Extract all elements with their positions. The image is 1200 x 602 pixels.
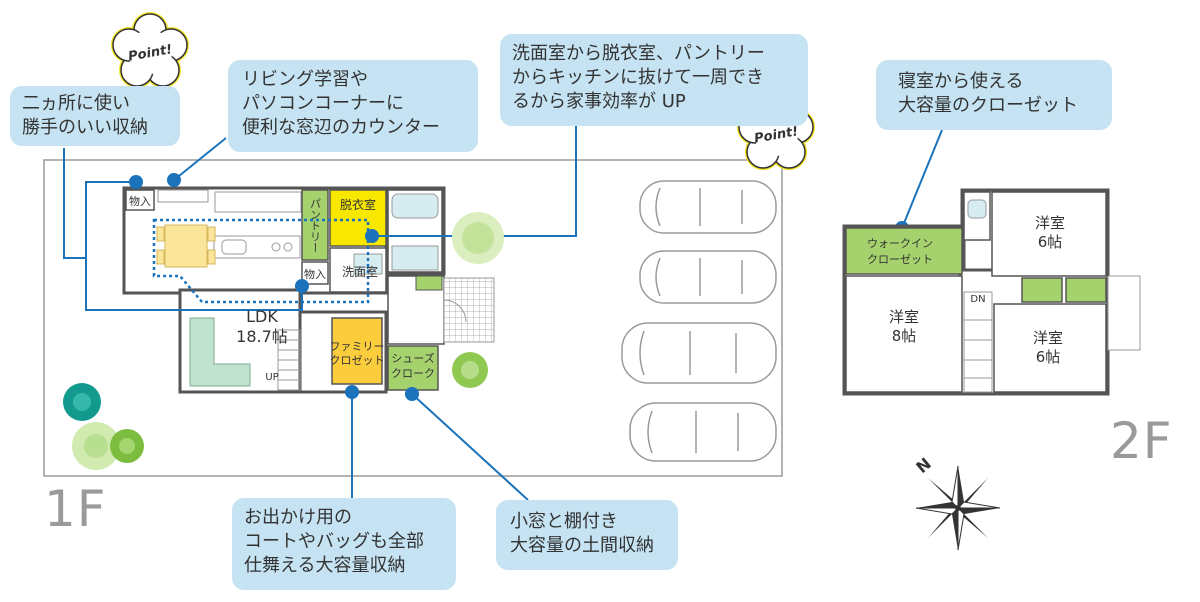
storage-b-room xyxy=(301,261,329,285)
storage-b-label: 物入 xyxy=(304,267,326,281)
pantry-room xyxy=(301,189,329,261)
trees xyxy=(63,212,504,470)
callout-storage-line2: 勝手のいい収納 xyxy=(22,117,148,138)
parking-cars xyxy=(621,180,777,462)
callout-counter-line1: リビング学習や xyxy=(242,69,368,90)
western-b-label: 洋室 xyxy=(889,308,919,326)
sofa xyxy=(189,317,251,387)
callout-shoes-cloak-line1: 小窓と棚付き xyxy=(510,511,618,532)
western-room-a xyxy=(991,191,1107,277)
callout-counter: リビング学習や パソコンコーナーに 便利な窓辺のカウンター xyxy=(228,60,478,152)
callout-counter-line2: パソコンコーナーに xyxy=(242,93,404,114)
western-a-size: 6帖 xyxy=(1038,233,1063,251)
walkin-label-2: クローゼット xyxy=(867,253,933,266)
washroom-label: 洗面室 xyxy=(342,264,378,279)
pantry-label: パントリー xyxy=(309,198,322,253)
stairs-dn-label: DN xyxy=(970,294,985,305)
ldk-size-label: 18.7帖 xyxy=(236,327,288,346)
callout-closet-2f-line2: 大容量のクローゼット xyxy=(898,95,1078,116)
western-a-label: 洋室 xyxy=(1035,214,1065,232)
floor-label-2f: 2F xyxy=(1110,412,1173,470)
western-c-size: 6帖 xyxy=(1036,348,1061,366)
leader-lines xyxy=(63,126,943,501)
family-closet-label-2: クロゼット xyxy=(330,354,385,367)
car-icon xyxy=(639,180,777,234)
compass-north-label: N xyxy=(912,454,934,477)
callout-family-closet-line1: お出かけ用の xyxy=(244,507,352,528)
callout-storage: 二ヵ所に使い 勝手のいい収納 xyxy=(10,86,180,146)
western-room-b xyxy=(845,275,963,393)
callout-circulation-line2: からキッチンに抜けて一周でき xyxy=(512,67,764,88)
callout-family-closet-line3: 仕舞える大容量収納 xyxy=(244,555,406,576)
callout-circulation: 洗面室から脱衣室、パントリー からキッチンに抜けて一周でき るから家事効率が U… xyxy=(500,34,808,126)
stairs-up-label: UP xyxy=(265,372,278,383)
car-icon xyxy=(621,322,777,384)
car-icon xyxy=(629,402,777,462)
point-badge-icon: Point! xyxy=(111,12,189,88)
callout-shoes-cloak-line2: 大容量の土間収納 xyxy=(510,535,654,556)
western-c-label: 洋室 xyxy=(1033,329,1063,347)
callout-storage-line1: 二ヵ所に使い xyxy=(22,93,130,114)
car-icon xyxy=(639,250,777,304)
family-closet-room xyxy=(331,317,383,385)
callout-closet-2f: 寝室から使える 大容量のクローゼット xyxy=(876,60,1112,130)
western-b-size: 8帖 xyxy=(892,327,917,345)
callout-counter-line3: 便利な窓辺のカウンター xyxy=(242,117,440,138)
callout-circulation-line1: 洗面室から脱衣室、パントリー xyxy=(512,43,765,64)
storage-a-room xyxy=(125,189,155,211)
callout-closet-2f-line1: 寝室から使える xyxy=(898,71,1024,92)
compass-icon xyxy=(915,465,1001,551)
western-room-c xyxy=(993,303,1107,393)
ldk-label: LDK xyxy=(246,307,278,326)
callout-shoes-cloak: 小窓と棚付き 大容量の土間収納 xyxy=(496,500,678,570)
family-closet-label-1: ファミリー xyxy=(330,340,385,353)
shoes-cloak-label-2: クローク xyxy=(391,367,435,380)
leader-dots xyxy=(129,173,909,401)
floor-label-1f: 1F xyxy=(44,480,107,538)
house-1f xyxy=(122,186,495,394)
callout-circulation-line3: るから家事効率が UP xyxy=(512,91,686,112)
shoes-cloak-label-1: シューズ xyxy=(391,351,434,365)
walkin-closet-room xyxy=(845,227,963,275)
callout-family-closet: お出かけ用の コートやバッグも全部 仕舞える大容量収納 xyxy=(232,498,456,590)
storage-a-label: 物入 xyxy=(129,194,151,208)
dining-table xyxy=(164,224,208,268)
house-2f xyxy=(842,188,1141,396)
circulation-loop xyxy=(152,218,370,304)
callout-family-closet-line2: コートやバッグも全部 xyxy=(244,531,424,552)
walkin-label-1: ウォークイン xyxy=(867,237,933,250)
dressing-label: 脱衣室 xyxy=(340,197,376,212)
